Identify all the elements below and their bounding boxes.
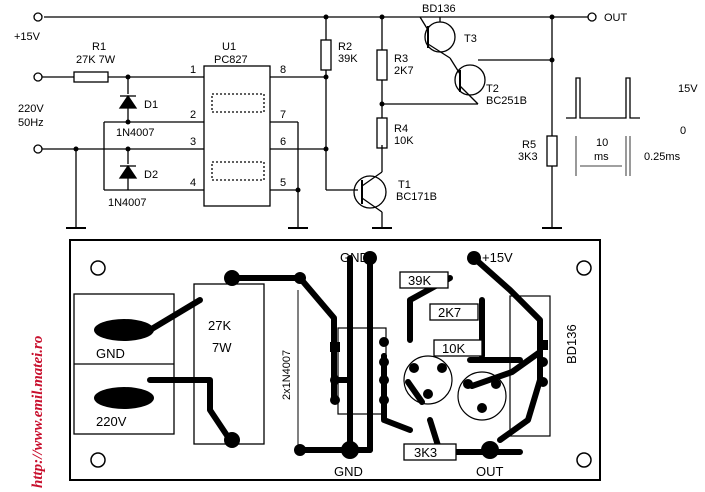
mounting-hole	[576, 260, 592, 276]
pcb-pad-220v-label: 220V	[96, 414, 127, 429]
u1-name: U1	[222, 41, 236, 53]
waveform-period: 10	[596, 137, 608, 149]
pad-gnd	[94, 319, 154, 341]
r1-name: R1	[92, 41, 106, 53]
u1-optocoupler	[203, 65, 271, 207]
output-waveform	[566, 77, 640, 119]
u1-pin-4: 4	[190, 177, 196, 189]
pad-220v	[94, 387, 154, 409]
t2-transistor	[454, 64, 486, 96]
input-terminal-bottom	[33, 144, 43, 154]
d2-name: D2	[144, 169, 158, 181]
pcb-r3-label: 2K7	[438, 305, 461, 320]
mounting-hole	[576, 452, 592, 468]
out-label: OUT	[604, 12, 628, 24]
t2-type: BC251B	[486, 95, 527, 107]
input-freq-label: 50Hz	[18, 117, 44, 129]
input-voltage-label: 220V	[18, 103, 44, 115]
d1-type: 1N4007	[116, 127, 155, 139]
t1-name: T1	[398, 179, 411, 191]
pcb-r2-label: 39K	[408, 273, 431, 288]
pcb-r5-box	[403, 443, 457, 461]
pcb-gnd-top-label: GND	[340, 250, 369, 265]
pcb-board	[69, 239, 601, 481]
url-watermark: http://www.emil.matei.ro	[30, 336, 46, 488]
u1-pin-5: 5	[280, 177, 286, 189]
pcb-pad-gnd-label: GND	[96, 346, 125, 361]
d2-diode	[118, 164, 138, 179]
pad-out	[481, 441, 499, 459]
pcb-r4-box	[433, 339, 483, 357]
u1-pin-3: 3	[190, 136, 196, 148]
pcb-r4-label: 10K	[442, 341, 465, 356]
pcb-gnd-bottom-label: GND	[334, 464, 363, 479]
u1-pin-1: 1	[190, 64, 196, 76]
d2-type: 1N4007	[108, 197, 147, 209]
r5-resistor	[546, 135, 558, 167]
u1-pin-8: 8	[280, 64, 286, 76]
t2-name: T2	[486, 83, 499, 95]
pad-gnd-bottom	[341, 441, 359, 459]
u1-pin-2: 2	[190, 109, 196, 121]
t3-type: BD136	[422, 3, 456, 15]
supply-terminal	[33, 12, 43, 22]
input-terminal-top	[33, 72, 43, 82]
r1-value: 27K 7W	[76, 54, 116, 66]
r4-name: R4	[394, 123, 408, 135]
r2-name: R2	[338, 41, 352, 53]
r2-value: 39K	[338, 53, 358, 65]
r3-resistor	[376, 49, 388, 81]
r4-resistor	[376, 117, 388, 149]
pcb-t3-label: BD136	[564, 324, 579, 364]
pcb-r1-value: 27K	[208, 318, 231, 333]
u1-pin-6: 6	[280, 136, 286, 148]
r5-name: R5	[522, 139, 536, 151]
mounting-hole	[90, 452, 106, 468]
supply-label: +15V	[14, 31, 41, 43]
u1-pin-7: 7	[280, 109, 286, 121]
waveform-high-label: 15V	[678, 83, 698, 95]
waveform-pulse-width: 0.25ms	[644, 151, 681, 163]
out-terminal	[587, 12, 597, 22]
r2-resistor	[320, 39, 332, 71]
d1-name: D1	[144, 99, 158, 111]
t1-type: BC171B	[396, 191, 437, 203]
mounting-hole	[90, 260, 106, 276]
r1-resistor	[73, 71, 109, 83]
t3-name: T3	[464, 33, 477, 45]
r1-footprint	[193, 283, 265, 445]
waveform-period-unit: ms	[594, 151, 609, 163]
r4-value: 10K	[394, 135, 414, 147]
d1-diode	[118, 94, 138, 109]
t3-transistor	[424, 21, 456, 53]
pcb-diodes-label: 2x1N4007	[281, 350, 293, 400]
pcb-r1-power: 7W	[212, 340, 232, 355]
pcb-supply-label: +15V	[482, 250, 513, 265]
r5-value: 3K3	[518, 151, 538, 163]
r3-name: R3	[394, 53, 408, 65]
pcb-r2-box	[399, 271, 449, 289]
pcb-r5-label: 3K3	[414, 445, 437, 460]
pcb-out-label: OUT	[476, 464, 504, 479]
u1-type: PC827	[214, 54, 248, 66]
t1-transistor	[353, 175, 387, 209]
waveform-low-label: 0	[680, 125, 686, 137]
pcb-r3-box	[429, 303, 479, 321]
r3-value: 2K7	[394, 65, 414, 77]
